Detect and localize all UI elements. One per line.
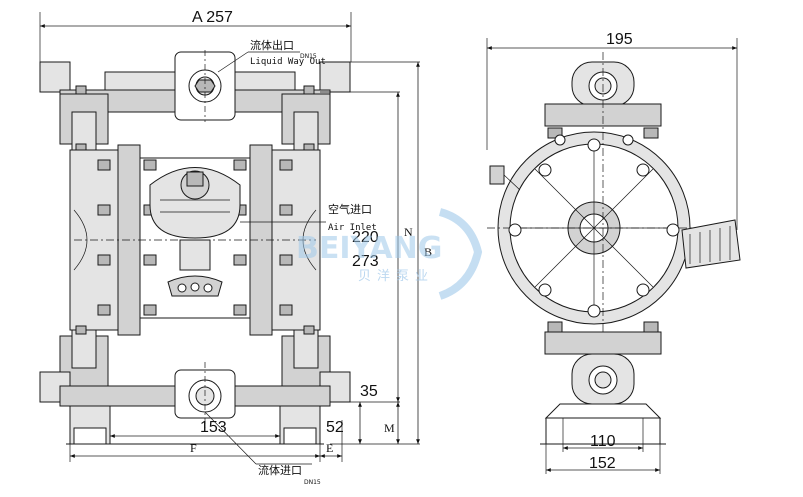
dimension-195: 195	[486, 31, 738, 230]
dim-35-label: 35	[360, 383, 378, 400]
outlet-label-en: Liquid Way Out	[250, 57, 326, 67]
inlet-dn: DN15	[304, 479, 321, 486]
dimension-a: A 257	[39, 9, 352, 62]
watermark-brand: BEIYANG	[296, 231, 442, 266]
side-view: 195	[486, 31, 741, 474]
vertical-dimensions: N B M 220 273 35 52	[320, 61, 432, 445]
side-muffler	[681, 219, 741, 269]
air-valve	[149, 167, 241, 297]
side-left-fitting	[489, 165, 521, 191]
side-housing	[487, 52, 737, 430]
top-manifold	[39, 50, 351, 122]
outlet-dn: DN15	[300, 53, 317, 60]
watermark-brand-cn: 贝洋泵业	[358, 269, 434, 284]
dim-e-label: E	[326, 441, 333, 455]
dim-m-label: M	[384, 421, 395, 435]
dim-52-label: 52	[326, 419, 344, 436]
bottom-dimensions: F E 153	[69, 419, 343, 462]
outlet-label-cn: 流体出口	[250, 38, 294, 52]
dim-b-label: B	[424, 245, 432, 259]
dim-a-label: A 257	[192, 9, 233, 26]
inlet-label: 流体进口 DN15	[204, 411, 321, 486]
side-bottom-dimensions: 110 152	[545, 418, 661, 474]
bottom-manifold	[39, 362, 351, 428]
front-view: A 257 流体出口 Liquid Way Out DN15	[39, 9, 432, 486]
brand-watermark: BEIYANG 贝洋泵业	[296, 208, 483, 300]
outlet-label: 流体出口 Liquid Way Out DN15	[217, 38, 326, 73]
dim-152-label: 152	[589, 455, 616, 472]
inlet-label-cn: 流体进口	[258, 463, 302, 477]
dim-110-label: 110	[590, 433, 616, 450]
dim-195-label: 195	[606, 31, 633, 48]
dim-153-label: 153	[200, 419, 227, 436]
base-feet	[66, 405, 324, 445]
dim-n-label: N	[404, 225, 413, 239]
side-bottom-port	[540, 321, 666, 445]
dim-220-label: 220	[352, 229, 379, 246]
air-label-en: Air Inlet	[328, 223, 377, 233]
air-inlet-label: 空气进口 Air Inlet	[240, 202, 377, 233]
air-label-cn: 空气进口	[328, 202, 372, 216]
dim-f-label: F	[190, 441, 197, 455]
upper-valve-blocks	[59, 85, 331, 153]
dim-273-label: 273	[352, 253, 379, 270]
